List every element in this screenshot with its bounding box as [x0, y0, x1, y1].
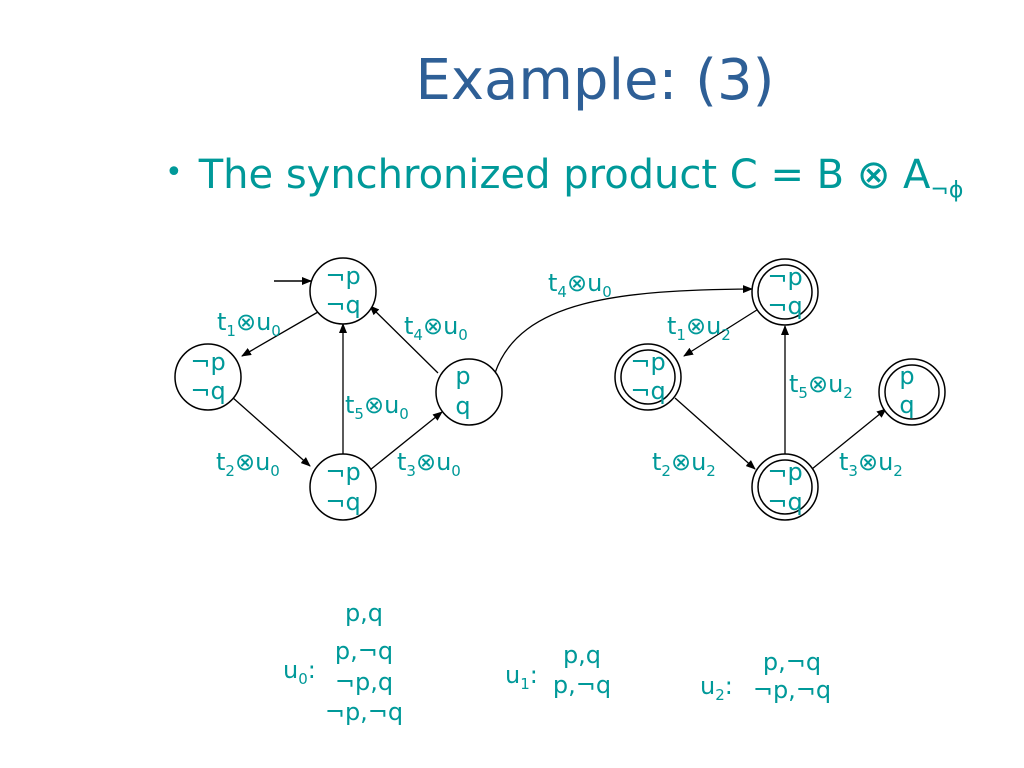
legend-u2-name: u2:	[700, 672, 733, 704]
legend-u1-name: u1:	[505, 661, 538, 693]
bullet-main: The synchronized product C = B ⊗ A	[198, 152, 931, 198]
legend-u1: u1: p,q p,¬q	[505, 641, 611, 699]
legend-u0-item-1: p,q	[345, 599, 383, 627]
edge-label-6: t4⊗u0	[548, 269, 612, 301]
state-rs-left-inner	[620, 349, 676, 405]
state-rs-right-outer	[878, 358, 946, 426]
legend-u2-item-2: ¬p,¬q	[753, 676, 831, 704]
bullet-dot-icon: •	[165, 155, 183, 190]
state-rs-bottom-outer	[751, 453, 819, 521]
edge-label-9: t2⊗u2	[652, 448, 716, 480]
state-ls-top-l2: ¬q	[325, 291, 360, 319]
state-rs-bottom-l2: ¬q	[767, 488, 802, 516]
state-ls-top	[309, 257, 377, 325]
state-rs-right-l2: q	[899, 391, 914, 419]
slide-title: Example: (3)	[415, 48, 775, 113]
state-rs-top-outer	[751, 258, 819, 326]
right-automaton: ¬p ¬q ¬p ¬q ¬p ¬q p q t1⊗u2 t5⊗u2 t2⊗u2 …	[614, 258, 946, 521]
edge-label-2: t4⊗u0	[404, 312, 468, 344]
bullet-text: • The synchronized product C = B ⊗ A¬ϕ	[165, 152, 963, 203]
state-ls-left-l1: ¬p	[190, 348, 225, 376]
state-ls-bottom	[309, 453, 377, 521]
edge-label-10: t3⊗u2	[839, 448, 903, 480]
legend-u0-item-3: ¬p,q	[335, 668, 393, 696]
edge-label-7: t1⊗u2	[667, 312, 731, 344]
edge-t1u0	[241, 311, 319, 357]
legend-u2-item-1: p,¬q	[763, 648, 821, 676]
edge-label-1: t1⊗u0	[217, 308, 281, 340]
state-rs-left-l1: ¬p	[630, 348, 665, 376]
legend-u0-item-2: p,¬q	[335, 637, 393, 665]
edge-t3u0	[369, 411, 443, 471]
state-ls-right-l2: q	[455, 392, 470, 420]
state-rs-left-outer	[614, 343, 682, 411]
edge-label-4: t2⊗u0	[216, 448, 280, 480]
state-ls-right	[435, 358, 503, 426]
edge-t2u0	[231, 396, 311, 467]
edge-label-5: t3⊗u0	[397, 448, 461, 480]
legend-u0-item-4: ¬p,¬q	[325, 698, 403, 726]
bullet-subscript: ¬ϕ	[930, 178, 964, 203]
state-rs-top-l1: ¬p	[767, 263, 802, 291]
legend-u1-item-1: p,q	[563, 641, 601, 669]
edge-t1u2	[683, 307, 761, 357]
state-rs-bottom-inner	[757, 459, 813, 515]
state-rs-left-l2: ¬q	[630, 377, 665, 405]
legend-u0-name: u0:	[283, 656, 316, 688]
state-ls-left	[174, 343, 242, 411]
state-ls-bottom-l1: ¬p	[325, 458, 360, 486]
state-ls-right-l1: p	[455, 362, 470, 390]
state-rs-right-l1: p	[899, 362, 914, 390]
edge-t4u0-left	[369, 305, 439, 374]
state-rs-bottom-l1: ¬p	[767, 458, 802, 486]
legend-u0: u0: p,q p,¬q ¬p,q ¬p,¬q	[283, 599, 403, 726]
edge-t2u2	[674, 397, 756, 470]
state-ls-left-l2: ¬q	[190, 377, 225, 405]
edge-t4u0-cross	[494, 285, 753, 374]
edge-label-3: t5⊗u0	[345, 391, 409, 423]
legend-u2: u2: p,¬q ¬p,¬q	[700, 648, 831, 704]
state-rs-top-inner	[757, 264, 813, 320]
state-ls-top-l1: ¬p	[325, 262, 360, 290]
state-rs-right-inner	[884, 364, 940, 420]
left-automaton: ¬p ¬q ¬p ¬q ¬p ¬q p q t1⊗u0 t4⊗u0 t5⊗u0 …	[174, 257, 753, 521]
state-ls-bottom-l2: ¬q	[325, 488, 360, 516]
edge-t3u2	[811, 408, 887, 470]
legend-u1-item-2: p,¬q	[553, 671, 611, 699]
edge-label-8: t5⊗u2	[789, 370, 853, 402]
state-rs-top-l2: ¬q	[767, 292, 802, 320]
